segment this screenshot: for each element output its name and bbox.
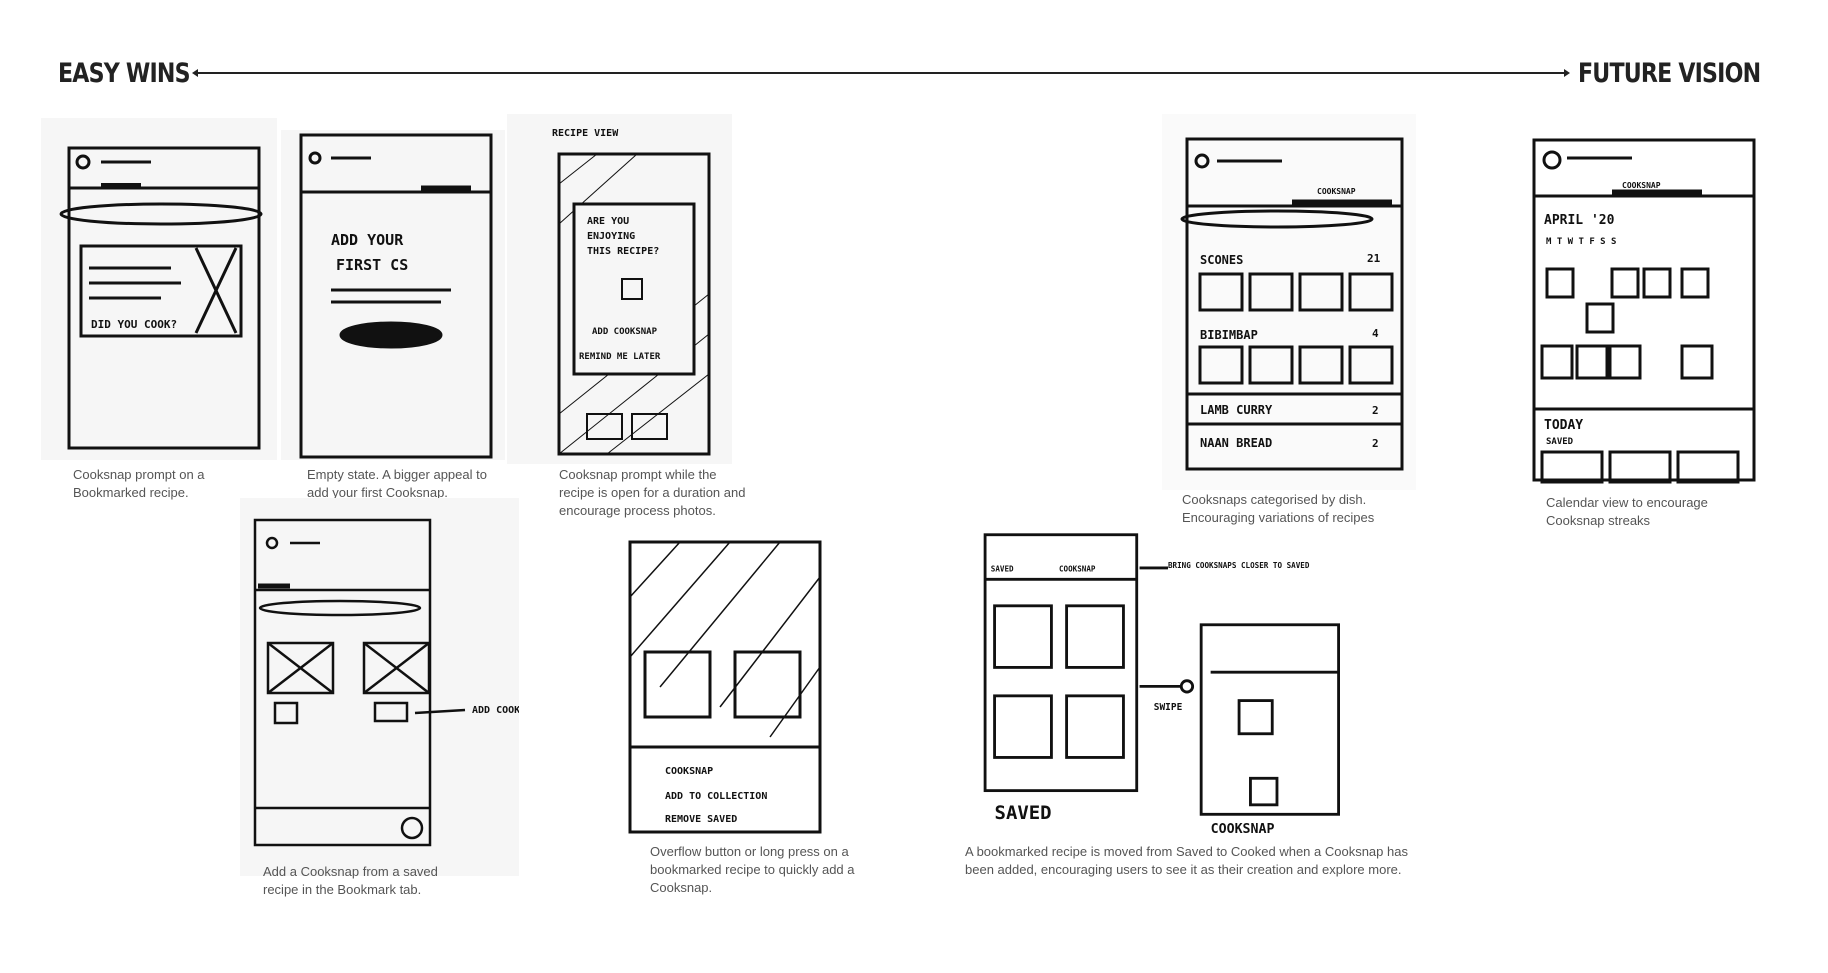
caption-bookmarked-prompt: Cooksnap prompt on a Bookmarked recipe. xyxy=(73,467,205,500)
sketch-label: 21 xyxy=(1367,252,1381,265)
sketch-label: TODAY xyxy=(1544,418,1583,433)
sketch-label: THIS RECIPE? xyxy=(587,246,659,257)
sketch-label: COOKSNAP xyxy=(1622,181,1661,190)
sketch-label: NAAN BREAD xyxy=(1200,436,1272,450)
sketch-overflow-menu: COOKSNAP ADD TO COLLECTION REMOVE SAVED xyxy=(620,537,826,838)
caption-recipe-view-prompt: Cooksnap prompt while the recipe is open… xyxy=(559,467,746,518)
sketch-label: LAMB CURRY xyxy=(1200,403,1273,417)
sketch-label: M T W T F S S xyxy=(1546,237,1616,247)
sketch-label: RECIPE VIEW xyxy=(552,128,619,139)
sketch-label: SAVED xyxy=(991,565,1014,574)
future-vision-heading: FUTURE VISION xyxy=(1578,58,1761,89)
sketch-calendar-view: COOKSNAP APRIL '20 M T W T F S S TODAY S… xyxy=(1522,124,1770,484)
sketch-label: COOKSNAP xyxy=(665,766,713,777)
sketch-label: ENJOYING xyxy=(587,231,635,242)
easy-wins-heading: EASY WINS xyxy=(58,58,191,89)
sketch-label: REMOVE SAVED xyxy=(665,814,737,825)
sketch-label: FIRST CS xyxy=(336,256,408,274)
caption-calendar-view: Calendar view to encourage Cooksnap stre… xyxy=(1546,495,1708,528)
sketch-label: ADD COOKSNAP. xyxy=(472,705,519,716)
sketch-label: REMIND ME LATER xyxy=(579,352,661,362)
sketch-label: COOKSNAP xyxy=(1317,187,1356,196)
sketch-label: ARE YOU xyxy=(587,216,629,227)
sketch-empty-state: ADD YOUR FIRST CS xyxy=(281,130,505,460)
sketch-label: BIBIMBAP xyxy=(1200,328,1258,342)
sketch-saved-to-cooked: SAVED COOKSNAP BRING COOKSNAPS CLOSER TO… xyxy=(962,530,1410,838)
sketch-label: 4 xyxy=(1372,327,1379,340)
sketch-label: DID YOU COOK? xyxy=(91,318,177,331)
sketch-label: APRIL '20 xyxy=(1544,213,1615,228)
sketch-label: SCONES xyxy=(1200,253,1243,267)
caption-add-from-saved: Add a Cooksnap from a saved recipe in th… xyxy=(263,864,438,897)
sketch-bookmarked-prompt: DID YOU COOK? xyxy=(41,118,277,460)
sketch-recipe-view-prompt: RECIPE VIEW ARE YOU ENJOYING THIS RECIPE… xyxy=(507,114,732,464)
sketch-label: COOKSNAP xyxy=(1059,565,1096,574)
sketch-label: COOKSNAP xyxy=(1211,822,1275,837)
sketch-label: BRING COOKSNAPS CLOSER TO SAVED xyxy=(1168,561,1310,570)
timeline-arrow xyxy=(192,69,1570,76)
sketch-label: SAVED xyxy=(995,802,1052,824)
sketch-label: 2 xyxy=(1372,437,1379,450)
sketch-categorised-by-dish: COOKSNAP SCONES 21 BIBIMBAP 4 LAMB CURRY… xyxy=(1162,114,1416,490)
caption-empty-state: Empty state. A bigger appeal to add your… xyxy=(307,467,487,500)
sketch-label: 2 xyxy=(1372,404,1379,417)
caption-saved-to-cooked: A bookmarked recipe is moved from Saved … xyxy=(965,844,1408,877)
sketch-label: SWIPE xyxy=(1154,702,1183,713)
sketch-label: ADD TO COLLECTION xyxy=(665,791,767,802)
sketch-add-from-saved: ADD COOKSNAP. xyxy=(240,498,519,876)
sketch-label: ADD YOUR xyxy=(331,231,404,249)
caption-overflow-menu: Overflow button or long press on a bookm… xyxy=(650,844,855,895)
sketch-label: ADD COOKSNAP xyxy=(592,327,658,337)
sketch-label: SAVED xyxy=(1546,437,1574,447)
caption-categorised-by-dish: Cooksnaps categorised by dish. Encouragi… xyxy=(1182,492,1375,525)
